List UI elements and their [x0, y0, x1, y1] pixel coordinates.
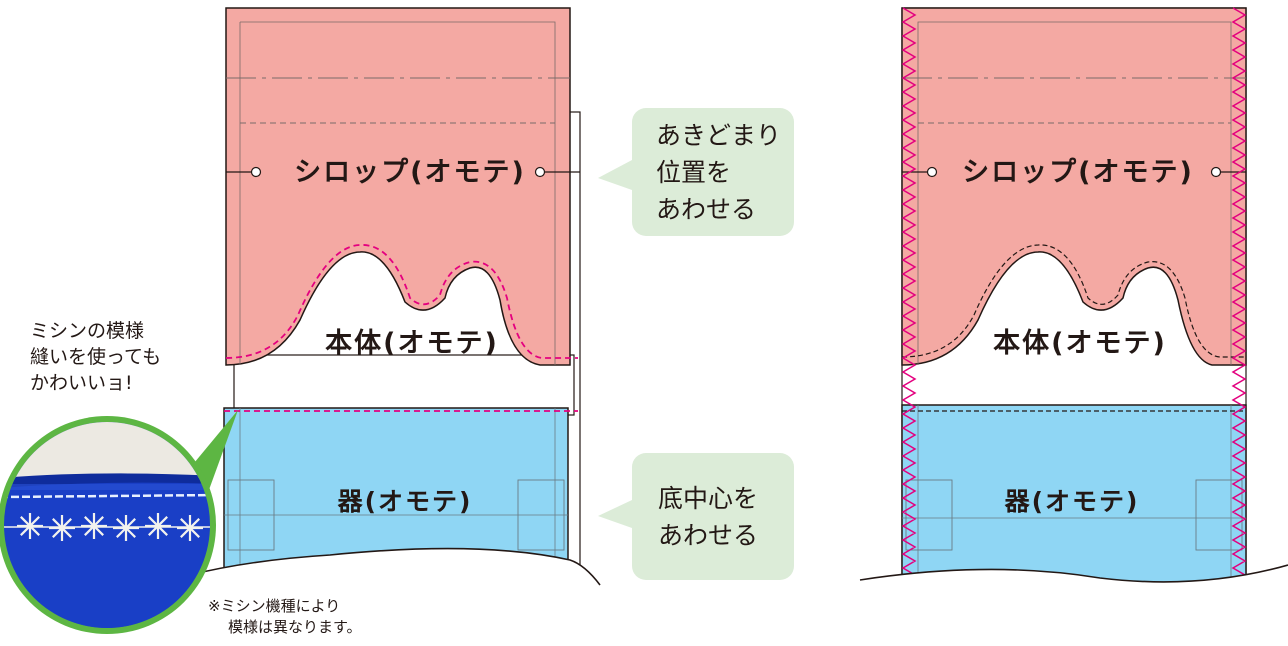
callout-opening: あきどまり 位置を あわせる: [632, 108, 794, 236]
callout-tail-opening: [598, 160, 632, 190]
star-stitch-ray: [116, 518, 136, 538]
syrup-piece: [225, 7, 571, 366]
zigzag-left: [901, 7, 917, 582]
vessel-piece-sewn: [901, 404, 1247, 582]
star-stitch-ray: [20, 516, 40, 536]
disclaimer-line1: ※ミシン機種により: [208, 597, 341, 615]
star-stitches: [4, 513, 210, 541]
opening-marker-left: [250, 166, 262, 178]
label-body-sewn: 本体(オモテ): [993, 328, 1167, 359]
zigzag-right: [1231, 7, 1247, 582]
callout-center: 底中心を あわせる: [632, 453, 794, 580]
label-vessel: 器(オモテ): [337, 487, 473, 516]
callout-opening-line2: 位置を: [656, 158, 732, 187]
label-vessel-sewn: 器(オモテ): [1004, 487, 1140, 516]
star-stitch-ray: [148, 516, 168, 536]
callout-center-line1: 底中心を: [658, 484, 759, 513]
zoom-detail: [0, 410, 238, 634]
callout-tail-center: [598, 500, 632, 528]
tip-line2: 縫いを使っても: [30, 346, 162, 368]
star-stitch-ray: [52, 518, 72, 538]
callout-center-line2: あわせる: [658, 521, 759, 550]
label-syrup-sewn: シロップ(オモテ): [962, 157, 1194, 188]
label-body: 本体(オモテ): [325, 328, 499, 359]
callout-opening-line1: あきどまり: [656, 121, 782, 150]
sewn-curve: [901, 244, 1246, 358]
tip-note: ミシンの模様 縫いを使っても かわいいョ!: [30, 318, 161, 396]
syrup-piece-sewn: [901, 7, 1247, 366]
disclaimer: ※ミシン機種により 模様は異なります。: [208, 596, 362, 638]
tip-line3: かわいいョ!: [30, 372, 133, 394]
right-assembly: [901, 7, 1247, 582]
opening-marker-right: [534, 166, 546, 178]
callout-opening-line3: あわせる: [656, 195, 757, 224]
disclaimer-line2: 模様は異なります。: [228, 618, 362, 636]
body-panel: [233, 354, 575, 416]
star-stitch-ray: [180, 518, 200, 538]
star-stitch-ray: [84, 516, 104, 536]
stitch-curve: [225, 244, 578, 359]
tip-line1: ミシンの模様: [30, 320, 145, 342]
label-syrup: シロップ(オモテ): [294, 157, 526, 188]
